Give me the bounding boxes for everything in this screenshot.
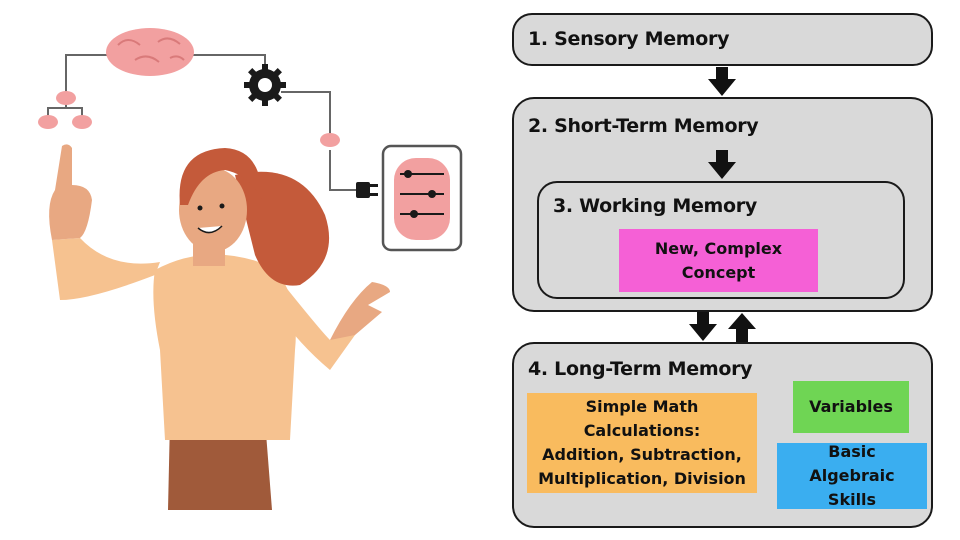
item-line: Skills xyxy=(827,490,877,509)
algebraic-skills-item: Basic Algebraic Skills xyxy=(777,442,927,509)
teacher-illustration xyxy=(38,28,463,510)
concept-line: New, Complex xyxy=(654,238,783,258)
arrow-down-icon xyxy=(708,150,736,179)
long-term-memory-label: 4. Long-Term Memory xyxy=(528,358,753,380)
working-memory-label: 3. Working Memory xyxy=(553,195,757,217)
item-line: Simple Math Calculations: xyxy=(583,397,701,440)
item-line: Multiplication, Division xyxy=(538,469,746,488)
item-line: Basic Algebraic xyxy=(809,442,895,485)
item-line: Variables xyxy=(809,397,893,416)
plug-icon xyxy=(356,182,378,198)
item-line: Addition, Subtraction, xyxy=(542,445,742,464)
arrow-down-icon xyxy=(689,312,717,341)
gear-icon xyxy=(244,64,286,106)
brain-icon xyxy=(106,28,194,76)
variables-item: Variables xyxy=(793,381,909,433)
sliders-icon xyxy=(381,144,463,252)
math-calculations-item: Simple Math Calculations: Addition, Subt… xyxy=(527,393,757,493)
new-complex-concept: New, Complex Concept xyxy=(619,229,818,292)
sensory-memory-label: 1. Sensory Memory xyxy=(528,28,730,50)
teacher-figure xyxy=(49,144,390,510)
sensory-memory-box: 1. Sensory Memory xyxy=(512,13,933,66)
circuit-nodes xyxy=(38,91,340,147)
concept-line: Concept xyxy=(681,262,756,282)
arrow-up-icon xyxy=(728,313,756,342)
short-term-memory-label: 2. Short-Term Memory xyxy=(528,115,759,137)
arrow-down-icon xyxy=(708,67,736,96)
